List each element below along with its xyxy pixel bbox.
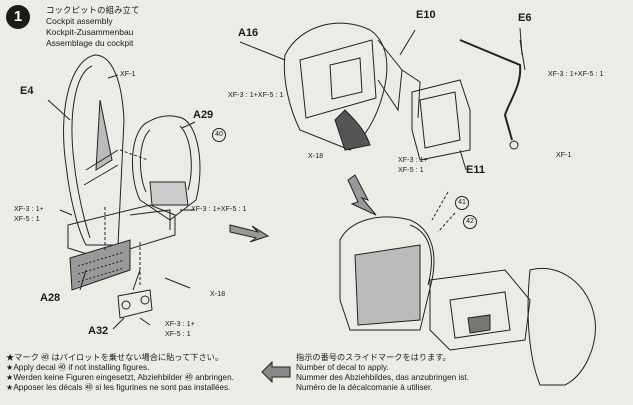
paint-callout-xf3-wall-1: XF-3 : 1+	[14, 206, 44, 213]
paint-callout-xf3-pedal-2: XF-5 : 1	[165, 331, 191, 338]
paint-callout-xf3-wall-2: XF-5 : 1	[14, 216, 40, 223]
paint-callout-xf3-pedal-1: XF-3 : 1+	[165, 321, 195, 328]
note-left-en: ★Apply decal ㊵ if not installing figures…	[6, 363, 150, 372]
step-number-badge: 1	[6, 5, 30, 29]
note-right-fr: Numéro de la décalcomanie à utiliser.	[296, 383, 433, 392]
step-title-de: Kockpit-Zusammenbau	[46, 27, 134, 37]
paint-callout-xf3-panel: XF-3 : 1+XF-5 : 1	[228, 92, 284, 99]
part-label-a29: A29	[193, 109, 214, 121]
step-title-fr: Assemblage du cockpit	[46, 38, 134, 48]
part-label-a28: A28	[40, 292, 61, 304]
decal-marker-41: 41	[455, 196, 469, 210]
step-title-en: Cockpit assembly	[46, 16, 113, 26]
paint-callout-xf3-frame-2: XF-5 : 1	[398, 167, 424, 174]
note-right-jp: 指示の番号のスライドマークをはります。	[296, 353, 451, 362]
paint-callout-xf3-frame-1: XF-3 : 1+	[398, 157, 428, 164]
decal-marker-40: 40	[212, 128, 226, 142]
part-label-a32: A32	[88, 325, 109, 337]
note-left-fr: ★Apposer les décals ㊵ si les figurines n…	[6, 383, 231, 392]
rudder-pedal-drawing	[117, 269, 153, 319]
part-label-e4: E4	[20, 85, 34, 97]
decal-marker-42: 42	[463, 215, 477, 229]
cockpit-side-wall-drawing	[63, 54, 125, 246]
note-right-en: Number of decal to apply.	[296, 363, 389, 372]
paint-callout-xf1-stick: XF-1	[556, 152, 572, 159]
cockpit-floor-drawing	[67, 204, 176, 291]
bulkhead-frame-drawing	[411, 79, 471, 161]
instrument-panel-drawing	[283, 22, 421, 151]
part-label-a16: A16	[238, 27, 259, 39]
part-label-e11: E11	[466, 164, 485, 176]
note-left-de: ★Werden keine Figuren eingesetzt, Abzieh…	[6, 373, 234, 382]
paint-callout-x18-panel: X-18	[308, 153, 324, 160]
note-left-jp: ★マーク ㊵ はパイロットを乗せない場合に貼って下さい。	[6, 353, 224, 362]
paint-callout-xf3-stick: XF-3 : 1+XF-5 : 1	[548, 71, 604, 78]
note-right-de: Nummer des Abziehbildes, das anzubringen…	[296, 373, 469, 382]
paint-callout-xf1-seat: XF-1	[120, 71, 136, 78]
part-label-e10: E10	[416, 9, 436, 21]
pilot-seat-drawing	[131, 115, 201, 221]
assembled-cockpit-drawing	[339, 216, 596, 386]
paint-callout-x18-floor: X-18	[210, 291, 226, 298]
part-label-e6: E6	[518, 12, 532, 24]
step-title-jp: コックピットの組み立て	[46, 5, 140, 15]
paint-callout-xf3-floor: XF-3 : 1+XF-5 : 1	[191, 206, 247, 213]
